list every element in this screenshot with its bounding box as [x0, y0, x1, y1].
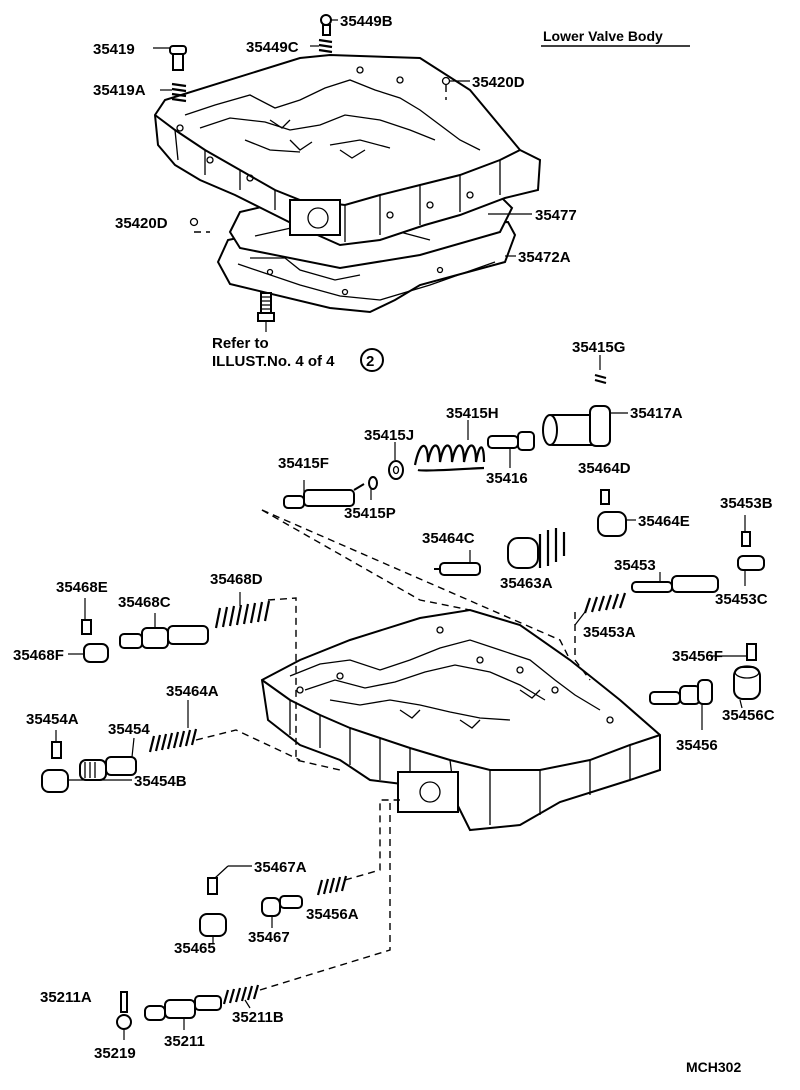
spring-35415H — [413, 444, 486, 472]
label-35453: 35453 — [614, 557, 656, 574]
spring-35456A — [316, 875, 348, 896]
valve-35468C — [119, 613, 209, 649]
valve-35467 — [261, 895, 303, 928]
label-35219: 35219 — [94, 1045, 136, 1062]
bolt-35449B — [320, 14, 332, 36]
spring-35464A — [148, 700, 198, 753]
ring-35415P — [368, 476, 378, 500]
label-35454A: 35454A — [26, 711, 79, 728]
plug-35453C — [737, 555, 765, 586]
label-35453C: 35453C — [715, 591, 768, 608]
label-35463A: 35463A — [500, 575, 553, 592]
spring-35419A — [171, 82, 187, 103]
label-35415F: 35415F — [278, 455, 329, 472]
label-35419A: 35419A — [93, 82, 146, 99]
washer-35415J — [388, 460, 404, 480]
label-35468C: 35468C — [118, 594, 171, 611]
diagram-code: MCH302 — [686, 1059, 741, 1075]
plug-35468F — [83, 643, 109, 663]
upper-valve-body — [153, 53, 542, 247]
plug-35456C — [733, 665, 761, 700]
clip-35415G — [594, 373, 607, 385]
plug-35465 — [199, 913, 227, 944]
plunger-35463A — [507, 528, 566, 569]
label-35417A: 35417A — [630, 405, 683, 422]
label-35211A: 35211A — [40, 989, 92, 1006]
valve-35415F — [283, 480, 365, 509]
label-35467: 35467 — [248, 929, 290, 946]
label-35464D: 35464D — [578, 460, 631, 477]
valve-35453 — [631, 572, 719, 593]
label-35472A: 35472A — [518, 249, 571, 266]
label-35467A: 35467A — [254, 859, 307, 876]
label-35420D-top: 35420D — [472, 74, 525, 91]
refer-badge-circle — [360, 348, 384, 372]
refer-badge: 2 — [366, 353, 374, 370]
pin-35453B — [741, 531, 751, 547]
valve-35456 — [649, 679, 713, 730]
label-35464C: 35464C — [422, 530, 475, 547]
label-35415P: 35415P — [344, 505, 396, 522]
pin-35467A — [207, 865, 252, 895]
label-35415G: 35415G — [572, 339, 625, 356]
refer-text-1: Refer to — [212, 335, 269, 352]
label-35416: 35416 — [486, 470, 528, 487]
label-35456A: 35456A — [306, 906, 359, 923]
valve-35464C — [434, 550, 481, 576]
valve-35416 — [487, 431, 535, 468]
label-35456: 35456 — [676, 737, 718, 754]
label-35468E: 35468E — [56, 579, 108, 596]
ball-35219 — [116, 1014, 132, 1040]
label-35454B: 35454B — [134, 773, 187, 790]
label-35449B: 35449B — [340, 13, 393, 30]
label-35453B: 35453B — [720, 495, 773, 512]
pin-35456F — [746, 643, 757, 661]
spring-35211B — [222, 984, 260, 1009]
label-35453A: 35453A — [583, 624, 636, 641]
plug-35417A — [542, 405, 628, 447]
ball-35420D-top — [441, 76, 451, 86]
label-35415J: 35415J — [364, 427, 414, 444]
plug-35464E — [597, 511, 636, 537]
refer-text-2: ILLUST.No. 4 of 4 — [212, 353, 335, 370]
assembly-guides — [195, 509, 591, 991]
pin-35468E — [81, 619, 92, 635]
label-35456F: 35456F — [672, 648, 723, 665]
pin-35464D — [600, 489, 610, 505]
label-35415H: 35415H — [446, 405, 499, 422]
pin-35211A — [120, 991, 128, 1013]
label-35456C: 35456C — [722, 707, 775, 724]
pin-35454A — [51, 741, 62, 759]
label-35454: 35454 — [108, 721, 150, 738]
bolt-refer — [257, 292, 275, 332]
spring-35453A — [583, 592, 627, 614]
part-35419 — [169, 45, 187, 71]
label-35449C: 35449C — [246, 39, 299, 56]
label-35468D: 35468D — [210, 571, 263, 588]
valve-35454 — [79, 756, 137, 781]
spring-35468D — [214, 592, 271, 629]
label-35464A: 35464A — [166, 683, 219, 700]
label-35477: 35477 — [535, 207, 577, 224]
label-35465: 35465 — [174, 940, 216, 957]
label-35420D-left: 35420D — [115, 215, 168, 232]
ball-35420D-left — [189, 217, 199, 227]
label-35464E: 35464E — [638, 513, 690, 530]
lower-valve-body — [260, 608, 661, 832]
valve-35211 — [144, 995, 222, 1030]
spring-35449C — [318, 38, 333, 54]
label-35211: 35211 — [164, 1033, 205, 1050]
diagram-title: Lower Valve Body — [543, 28, 663, 44]
label-35419: 35419 — [93, 41, 135, 58]
label-35211B: 35211B — [232, 1009, 284, 1026]
label-35468F: 35468F — [13, 647, 64, 664]
